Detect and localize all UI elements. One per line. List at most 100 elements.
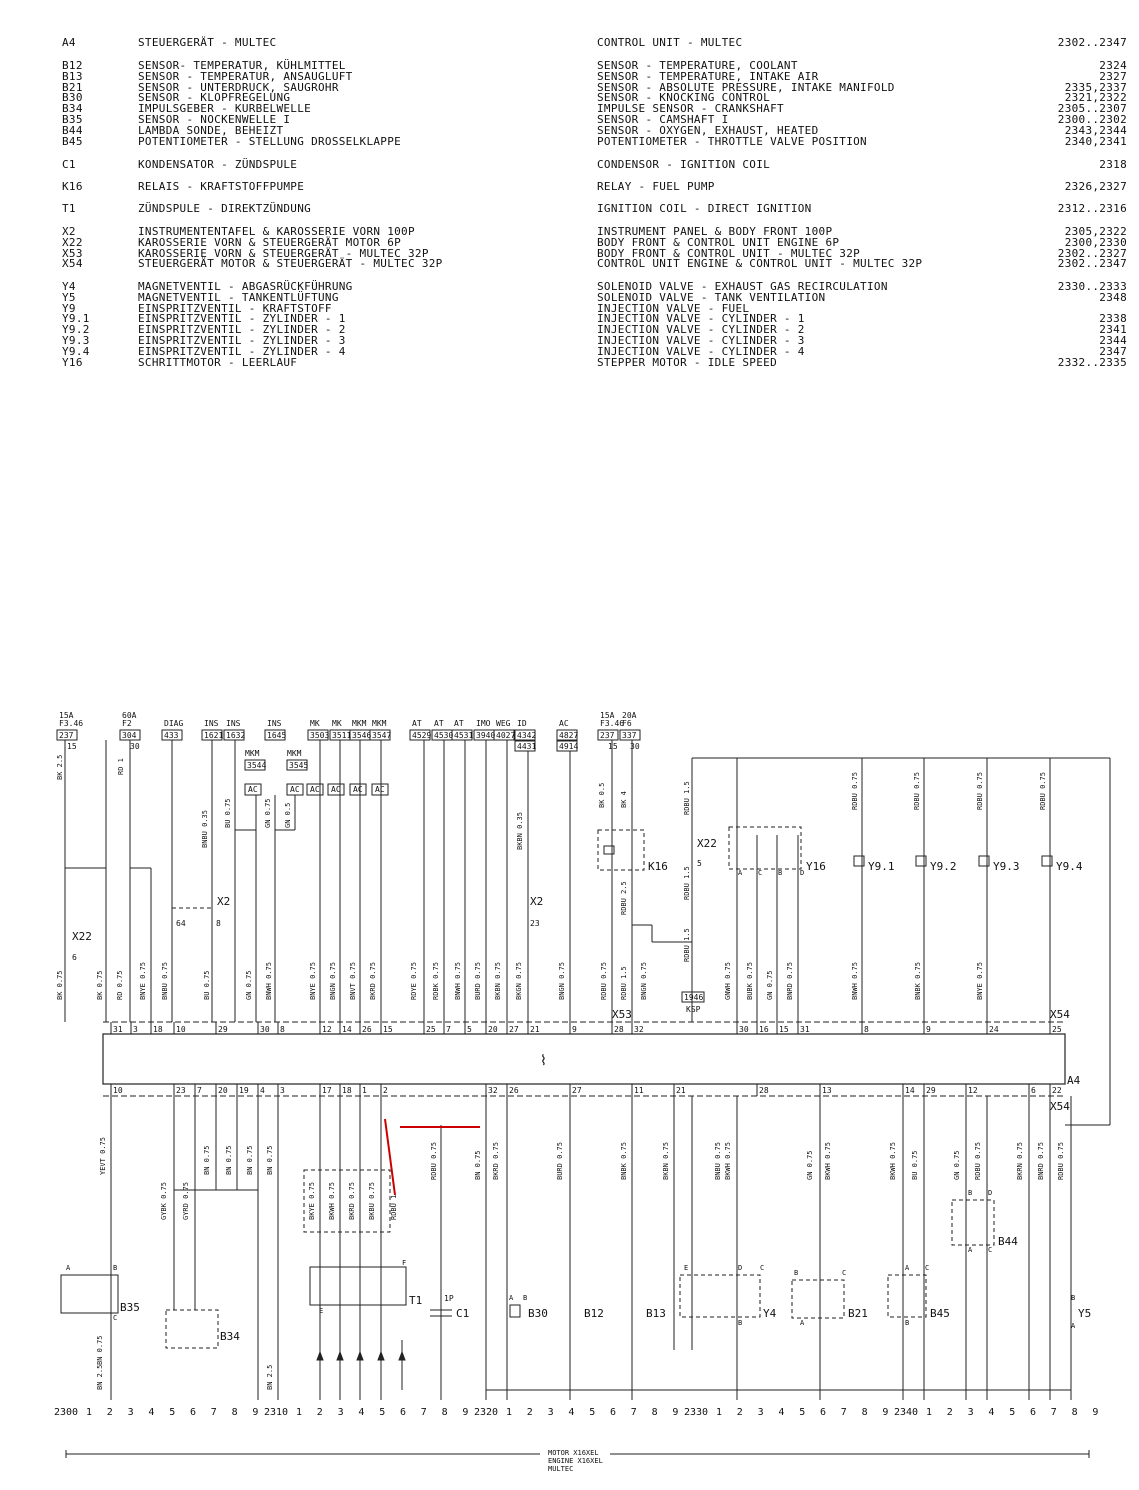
wire-label: BN 0.75 [96, 1335, 104, 1365]
wire-label: BKRD 0.75 [369, 962, 377, 1000]
x53-label: X53 [612, 1008, 632, 1021]
pin-number: 14 [905, 1086, 915, 1095]
description-de: MAGNETVENTIL - TANKENTLÜFTUNG [138, 290, 339, 304]
pin-number: 31 [800, 1025, 810, 1034]
description-de: STEUERGERÄT MOTOR & STEUERGERÄT - MULTEC… [138, 257, 443, 271]
ruler-start: 2320 [474, 1407, 498, 1418]
ruler-number: 5 [589, 1407, 595, 1418]
pin-number: 8 [280, 1025, 285, 1034]
fuse-box [514, 740, 536, 752]
page-reference: 2330..2333 [1057, 280, 1127, 293]
wire-label: BKBN 0.35 [516, 812, 524, 850]
description-de: RELAIS - KRAFTSTOFFPUMPE [138, 180, 305, 193]
wire-label: RDBK 0.75 [432, 962, 440, 1000]
wire-label: BNBK 0.75 [620, 1142, 628, 1180]
pin-number: 21 [676, 1086, 686, 1095]
wire-label: BN 0.75 [474, 1150, 482, 1180]
spark-arrow [316, 1350, 324, 1361]
page-reference: 2302..2347 [1057, 36, 1127, 49]
pin-number: 24 [989, 1025, 999, 1034]
page-reference: 2348 [1099, 290, 1127, 304]
page-reference: 2300,2330 [1064, 235, 1127, 249]
pin-number: 5 [697, 859, 702, 868]
wire-label: BN 0.75 [266, 1145, 274, 1175]
footer-text: MOTOR X16XEL [548, 1449, 599, 1457]
ksp-box [681, 991, 705, 1003]
pin-letter: B [968, 1189, 972, 1197]
fuse-box [369, 729, 391, 741]
fuse-number: 3940 [476, 731, 495, 740]
fuse-label: WEG [496, 719, 511, 728]
pin-letter: A [1071, 1322, 1076, 1330]
fuse-label: ID [517, 719, 527, 728]
pcb-symbol: ⌇ [540, 1053, 547, 1069]
fuse-number: 4431 [517, 742, 536, 751]
page-reference: 2338 [1099, 312, 1127, 326]
fuse-box [493, 729, 515, 741]
description-de: SCHRITTMOTOR - LEERLAUF [138, 355, 298, 369]
pin-letter: A [968, 1246, 973, 1254]
fuse-box [264, 729, 286, 741]
b34-label: B34 [220, 1330, 240, 1343]
pin-letter: F [402, 1259, 406, 1267]
component-code: Y9 [62, 301, 76, 315]
b12-label: B12 [584, 1307, 604, 1320]
wire-label: BK 0.75 [56, 970, 64, 1000]
ruler-number: 9 [252, 1407, 258, 1418]
description-en: SENSOR - KNOCKING CONTROL [597, 91, 771, 105]
description-de: EINSPRITZVENTIL - ZYLINDER - 4 [138, 344, 346, 358]
wire-label: BKYE 0.75 [308, 1182, 316, 1220]
wire-label: BNBK 0.75 [914, 962, 922, 1000]
fuse-label: MK [310, 719, 320, 728]
fuse-label: MKM [372, 719, 387, 728]
page-reference: 2327 [1099, 69, 1127, 83]
marker-arrow [384, 1118, 396, 1196]
ruler-start: 2300 [54, 1407, 78, 1418]
ruler-number: 5 [169, 1407, 175, 1418]
pin-number: 29 [218, 1025, 228, 1034]
ruler-number: 2 [317, 1407, 323, 1418]
x54-label: X54 [1050, 1100, 1070, 1113]
description-de: IMPULSGEBER - KURBELWELLE [138, 102, 312, 116]
pin-number: 8 [864, 1025, 869, 1034]
wire-label: BNWH 0.75 [851, 962, 859, 1000]
fuse-pin: 30 [630, 742, 640, 751]
ruler-start: 2330 [684, 1407, 708, 1418]
pin-letter: B [905, 1319, 909, 1327]
wire-label: BNWH 0.75 [454, 962, 462, 1000]
injector-label: Y9.3 [993, 860, 1020, 873]
ruler-number: 6 [820, 1407, 826, 1418]
component-code: X53 [62, 246, 83, 260]
ruler-number: 6 [190, 1407, 196, 1418]
wire-label: BNBU 0.75 [714, 1142, 722, 1180]
b34-sensor [165, 1309, 219, 1349]
component-code: B13 [62, 69, 83, 83]
fuse-box [119, 729, 141, 741]
description-de: EINSPRITZVENTIL - KRAFTSTOFF [138, 301, 332, 315]
wire-label: BNVT 0.75 [349, 962, 357, 1000]
fuse-rating: 15A [600, 711, 615, 720]
component-code: B30 [62, 91, 83, 105]
ac-box [306, 783, 324, 796]
pin-letter: D [988, 1189, 992, 1197]
page-reference: 2305,2322 [1064, 225, 1127, 238]
fuse-box [286, 759, 308, 771]
ruler-number: 6 [1030, 1407, 1036, 1418]
component-code: Y9.2 [62, 323, 90, 337]
wire-label: RDBU 0.75 [974, 1142, 982, 1180]
page-reference: 2312..2316 [1057, 202, 1127, 215]
y16-stepper [728, 826, 802, 870]
ruler-number: 1 [926, 1407, 932, 1418]
pin-number: 17 [322, 1086, 332, 1095]
wire-label: GN 0.75 [766, 970, 774, 1000]
